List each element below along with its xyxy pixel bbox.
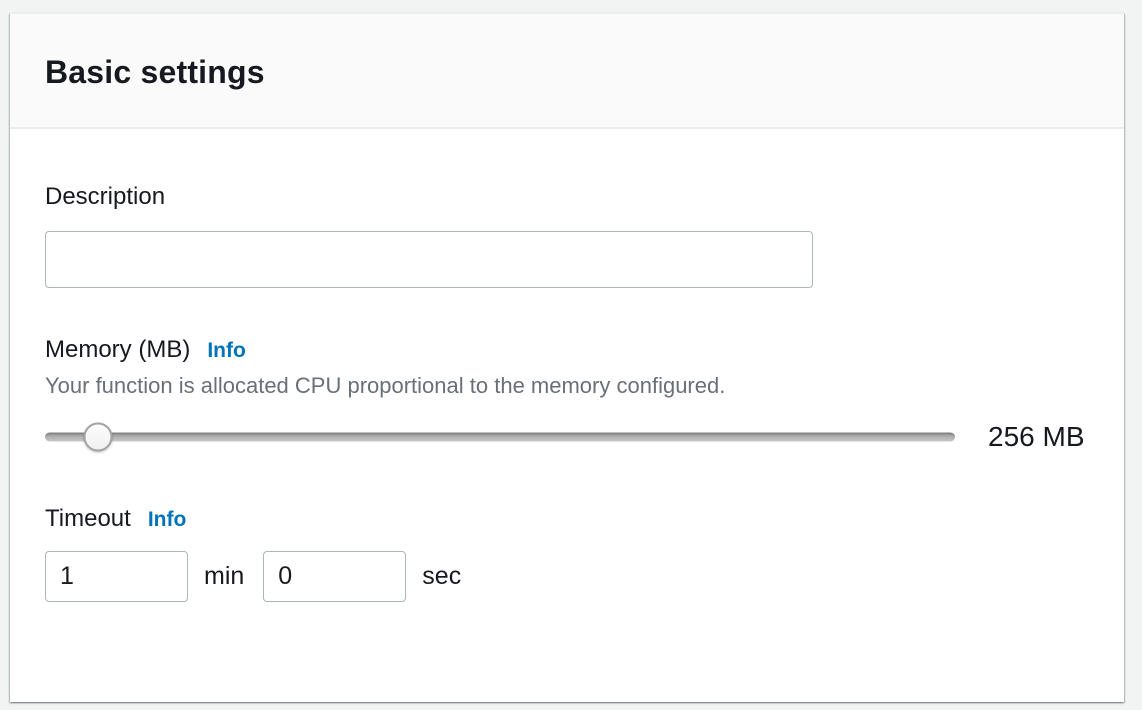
- panel-body: Description Memory (MB) Info Your functi…: [10, 183, 1124, 602]
- timeout-seconds-unit: sec: [422, 562, 462, 590]
- panel-header: Basic settings: [10, 14, 1124, 129]
- memory-value: 256 MB: [988, 421, 1085, 452]
- timeout-info-link[interactable]: Info: [147, 508, 187, 531]
- memory-slider-row: 256 MB: [45, 421, 1085, 453]
- memory-slider[interactable]: [45, 422, 955, 452]
- timeout-label: Timeout: [45, 505, 131, 532]
- memory-help-text: Your function is allocated CPU proportio…: [45, 373, 726, 398]
- timeout-field: Timeout Info min sec: [45, 505, 1085, 602]
- timeout-label-row: Timeout Info: [45, 505, 1085, 533]
- basic-settings-panel: Basic settings Description Memory (MB) I…: [10, 13, 1124, 702]
- memory-field: Memory (MB) Info Your function is alloca…: [45, 336, 1085, 453]
- memory-info-link[interactable]: Info: [207, 339, 246, 362]
- timeout-minutes-unit: min: [204, 562, 245, 590]
- description-input[interactable]: [45, 231, 813, 288]
- timeout-inputs-row: min sec: [45, 551, 1085, 602]
- memory-slider-track[interactable]: [45, 432, 955, 442]
- memory-slider-thumb[interactable]: [83, 422, 113, 452]
- timeout-minutes-input[interactable]: [45, 551, 188, 602]
- description-field: Description: [45, 183, 1085, 288]
- timeout-seconds-input[interactable]: [263, 551, 407, 602]
- memory-label-row: Memory (MB) Info: [45, 336, 1085, 364]
- description-label: Description: [45, 183, 166, 210]
- memory-label: Memory (MB): [45, 336, 191, 363]
- panel-title: Basic settings: [45, 54, 265, 90]
